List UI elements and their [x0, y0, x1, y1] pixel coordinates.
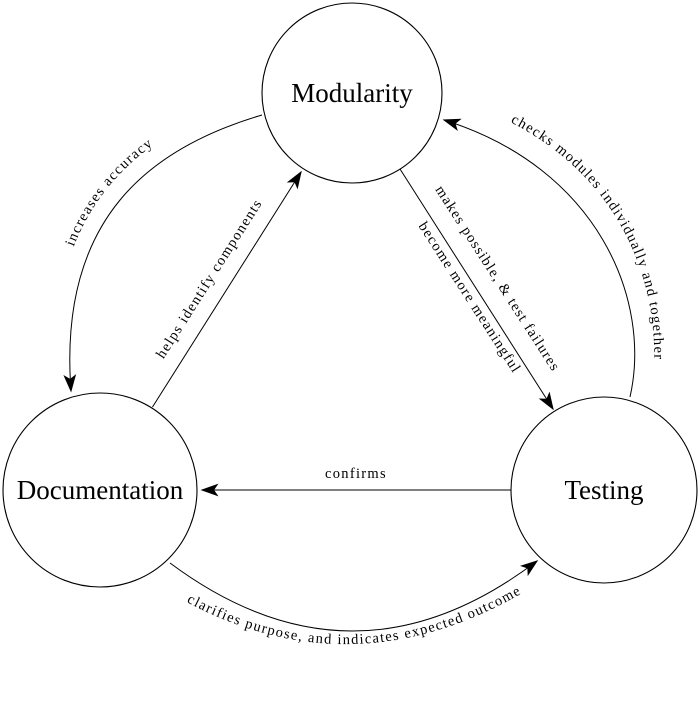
edge-label-clarifies-purpose-text: clarifies purpose, and indicates expecte… — [185, 583, 523, 649]
node-documentation-circle — [2, 392, 198, 588]
node-testing-label: Testing — [564, 475, 643, 505]
node-modularity-label: Modularity — [291, 78, 413, 108]
node-documentation-label: Documentation — [17, 475, 184, 505]
node-testing-circle — [510, 396, 698, 584]
arrow-documentation-to-testing — [169, 560, 539, 632]
arrow-modularity-to-documentation — [63, 114, 263, 393]
edge-label-helps-identify-components: helps identify components — [153, 196, 266, 361]
arrow-testing-to-modularity — [442, 118, 636, 398]
edge-label-confirms: confirms — [325, 466, 387, 482]
edge-label-increases-accuracy: increases accuracy — [62, 135, 156, 248]
node-testing: Testing — [510, 396, 698, 584]
node-modularity-circle — [261, 2, 443, 184]
edge-label-increases-accuracy-text: increases accuracy — [62, 135, 154, 248]
edge-label-clarifies-purpose: clarifies purpose, and indicates expecte… — [185, 583, 525, 649]
node-documentation: Documentation — [2, 392, 198, 588]
arrow-modularity-to-testing — [399, 168, 554, 411]
arrow-documentation-to-modularity — [152, 170, 302, 408]
node-modularity: Modularity — [261, 2, 443, 184]
